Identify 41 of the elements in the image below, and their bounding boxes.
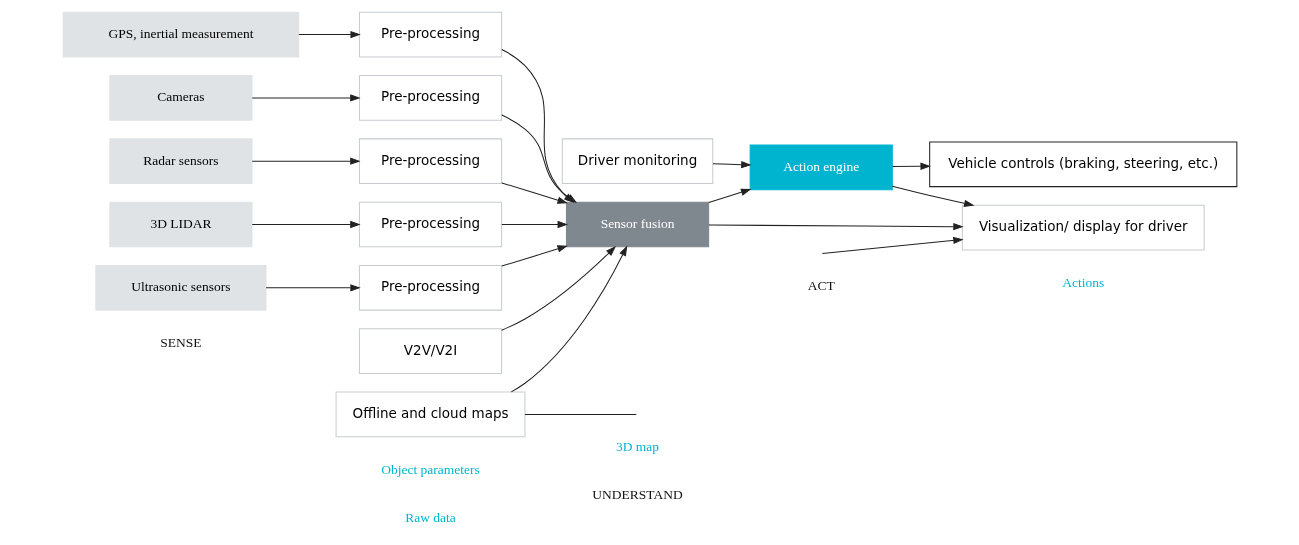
node-box: Pre-processing (358, 11, 502, 58)
node-box: Driver monitoring (561, 138, 713, 185)
arrow (707, 223, 964, 231)
node-box: GPS, inertial measurement (62, 11, 299, 58)
node-box: Offline and cloud maps (335, 391, 525, 438)
arrow (711, 161, 752, 169)
arrow (500, 220, 568, 229)
label: ACT (807, 278, 835, 294)
connector (524, 413, 637, 415)
node-box: Sensor fusion (565, 201, 709, 248)
arrow (251, 157, 361, 165)
node-box: Cameras (108, 75, 253, 121)
node-box: Pre-processing (358, 201, 502, 248)
node-box: 3D LIDAR (108, 201, 253, 248)
label: Actions (1061, 275, 1104, 291)
arrow (251, 220, 361, 229)
arrow (500, 182, 568, 204)
arrow (891, 162, 931, 170)
arrow (500, 245, 568, 267)
node-box: Pre-processing (358, 265, 502, 311)
arrow (265, 284, 361, 292)
node-box: V2V/V2I (358, 328, 502, 374)
label: 3D map (615, 439, 659, 455)
node-box: Radar sensors (108, 138, 253, 185)
arrow (500, 246, 616, 331)
node-box: Pre-processing (358, 75, 502, 121)
arrow (891, 185, 974, 207)
node-box: Pre-processing (358, 138, 502, 185)
arrow (707, 188, 751, 203)
node-box: Vehicle controls (braking, steering, etc.) (928, 141, 1237, 188)
node-box: Visualization/ display for driver (961, 204, 1205, 251)
arrow (251, 94, 361, 102)
label: Object parameters (380, 461, 480, 477)
label: SENSE (159, 335, 202, 351)
node-box: Action engine (749, 144, 893, 191)
arrow (297, 30, 361, 39)
node-box: Ultrasonic sensors (94, 265, 267, 311)
label: UNDERSTAND (591, 486, 683, 502)
arrow (510, 245, 627, 393)
arrow (821, 236, 964, 255)
label: Raw data (404, 509, 456, 525)
